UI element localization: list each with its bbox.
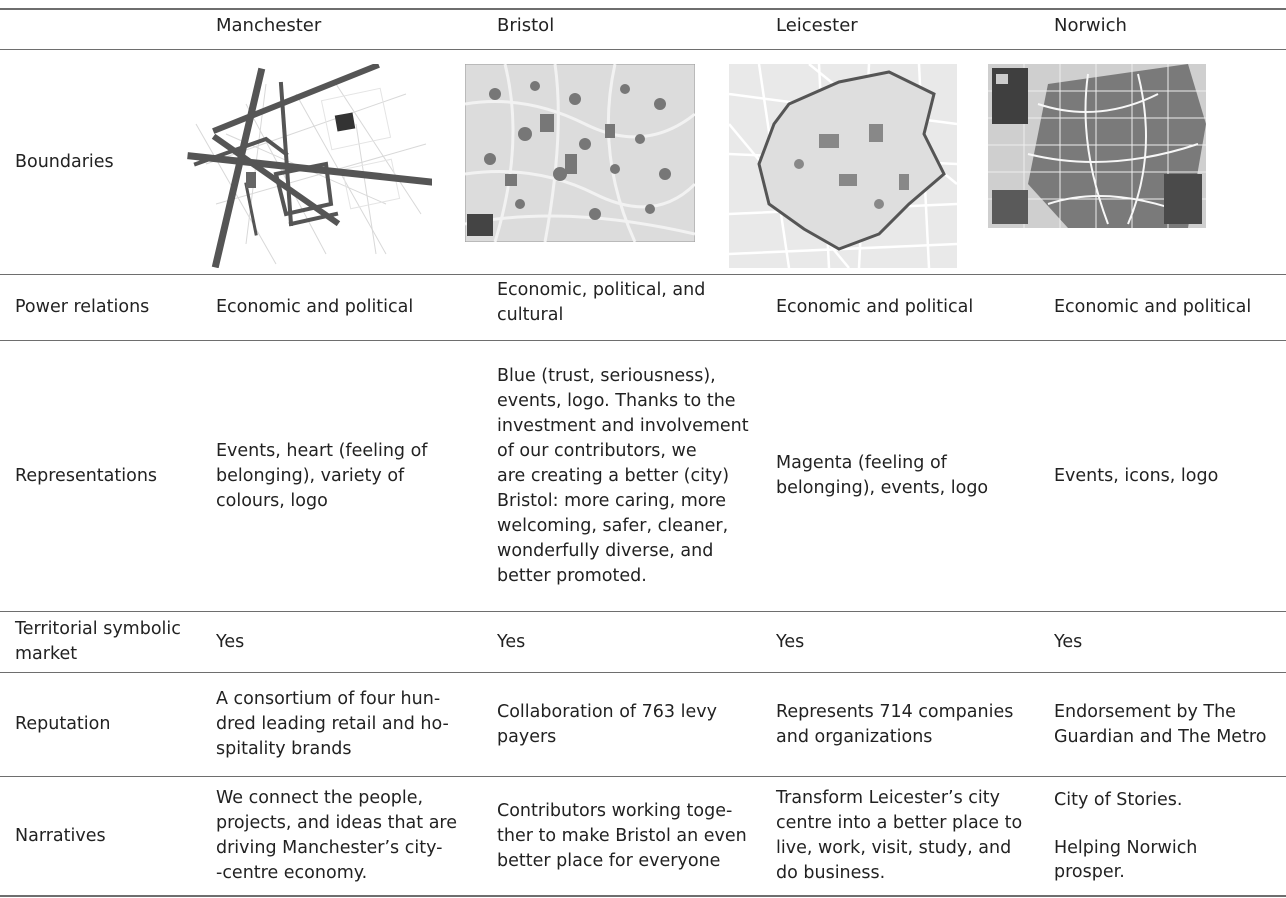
row-label-text: Narratives — [15, 825, 106, 846]
table-cell: Collaboration of 763 levy payers — [497, 673, 772, 776]
table-cell: Economic and political — [1054, 275, 1284, 340]
table-rule — [0, 611, 1286, 612]
table-cell: We connect the people, projects, and ide… — [216, 777, 491, 895]
table-cell: A consortium of four hun- dred leading r… — [216, 673, 491, 776]
table-rule — [0, 776, 1286, 777]
table-cell: Events, heart (feeling of belonging), va… — [216, 341, 491, 611]
table-rule-top — [0, 8, 1286, 10]
table-rule — [0, 274, 1286, 275]
table-rule — [0, 340, 1286, 341]
row-label-representations: Representations — [15, 341, 205, 611]
cell-text: We connect the people, projects, and ide… — [216, 788, 458, 883]
cell-text: Endorsement by The Guardian and The Metr… — [1054, 701, 1267, 747]
leicester-boundary-map — [729, 64, 957, 268]
column-header-manchester: Manchester — [216, 15, 322, 36]
column-header-bristol: Bristol — [497, 15, 555, 36]
row-label-power-relations: Power relations — [15, 275, 205, 340]
table-cell: Yes — [216, 612, 491, 672]
cell-text: Transform Leicester’s city centre into a… — [776, 788, 1023, 883]
table-cell: Events, icons, logo — [1054, 341, 1284, 611]
row-label-text: Power relations — [15, 297, 150, 317]
table-rule-header — [0, 49, 1286, 50]
cell-text: Represents 714 companies and organizatio… — [776, 701, 1014, 747]
table-cell: Represents 714 companies and organizatio… — [776, 673, 1051, 776]
bristol-boundary-map — [465, 64, 695, 242]
table-rule-bottom — [0, 895, 1286, 897]
table-cell: Transform Leicester’s city centre into a… — [776, 777, 1051, 895]
table-cell: Endorsement by The Guardian and The Metr… — [1054, 673, 1284, 776]
table-cell: Yes — [1054, 612, 1284, 672]
cell-text: Collaboration of 763 levy payers — [497, 701, 717, 747]
norwich-boundary-map — [988, 64, 1206, 228]
cell-text: Blue (trust, seriousness), events, logo.… — [497, 365, 749, 586]
row-label-text: Territorial symbolic market — [15, 619, 181, 664]
row-label-text: Boundaries — [15, 151, 114, 172]
column-header-norwich: Norwich — [1054, 15, 1127, 36]
cell-text: Yes — [216, 631, 245, 652]
cell-text: Contributors working toge- ther to make … — [497, 800, 747, 871]
cell-text: Economic and political — [1054, 297, 1252, 317]
cell-text: Yes — [1054, 631, 1083, 652]
cell-text: Economic, political, and cultural — [497, 280, 706, 325]
table-cell: Economic and political — [216, 275, 491, 340]
cell-text: Economic and political — [216, 297, 414, 317]
cell-text: Events, icons, logo — [1054, 465, 1219, 486]
table-cell: Magenta (feeling of belonging), events, … — [776, 341, 1051, 611]
table-cell: Economic, political, and cultural — [497, 275, 772, 331]
cell-text: Yes — [776, 631, 805, 652]
table-cell: City of Stories. Helping Norwich prosper… — [1054, 777, 1284, 895]
cell-text: Events, heart (feeling of belonging), va… — [216, 440, 428, 511]
cell-text: Yes — [497, 631, 526, 652]
table-cell: Contributors working toge- ther to make … — [497, 777, 772, 895]
table-cell: Yes — [776, 612, 1051, 672]
row-label-territorial-symbolic-market: Territorial symbolic market — [15, 612, 205, 672]
cell-text: Economic and political — [776, 297, 974, 317]
table-cell: Blue (trust, seriousness), events, logo.… — [497, 341, 772, 611]
column-header-leicester: Leicester — [776, 15, 858, 36]
cell-text: City of Stories. Helping Norwich prosper… — [1054, 790, 1198, 882]
table-cell: Economic and political — [776, 275, 1051, 340]
table-rule — [0, 672, 1286, 673]
table-cell: Yes — [497, 612, 772, 672]
row-label-text: Representations — [15, 465, 158, 486]
cell-text: A consortium of four hun- dred leading r… — [216, 689, 449, 759]
manchester-boundary-map — [186, 64, 432, 268]
cell-text: Magenta (feeling of belonging), events, … — [776, 453, 989, 498]
row-label-text: Reputation — [15, 714, 111, 734]
row-label-reputation: Reputation — [15, 673, 205, 776]
row-label-narratives: Narratives — [15, 777, 205, 895]
row-label-boundaries: Boundaries — [15, 50, 205, 274]
